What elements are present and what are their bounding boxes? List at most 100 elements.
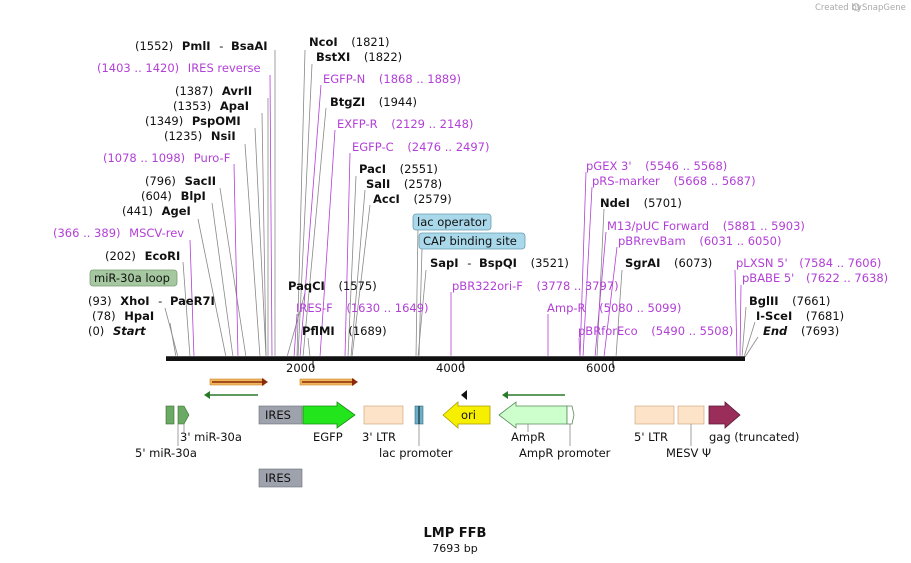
site-name: BlpI <box>181 189 206 203</box>
feature-5-ltr[interactable] <box>634 405 675 425</box>
primer-label-mscv-rev[interactable]: (366 .. 389) MSCV-rev <box>53 226 184 240</box>
site-label-i-scei[interactable]: I-SceI (7681) <box>756 309 844 323</box>
feature-3-ltr[interactable] <box>363 405 404 425</box>
site-pos: (1944) <box>379 95 417 109</box>
primer-label-prs-marker[interactable]: pRS-marker (5668 .. 5687) <box>592 174 756 188</box>
feature-name: miR-30a loop <box>94 271 170 285</box>
site-name: SalI <box>366 177 390 191</box>
site-label-sali[interactable]: SalI (2578) <box>366 177 442 191</box>
primer-range: (5881 .. 5903) <box>723 219 805 233</box>
map-title: LMP FFB <box>424 526 487 541</box>
site-label-acci[interactable]: AccI (2579) <box>373 192 452 206</box>
feature-gag-truncated[interactable] <box>708 401 741 429</box>
site-label-start[interactable]: (0) Start <box>88 324 146 338</box>
site-pos: (1821) <box>351 35 389 49</box>
site-label-xhoi[interactable]: (93) XhoI - PaeR7I <box>88 294 215 308</box>
site-label-ndei[interactable]: NdeI (5701) <box>600 196 682 210</box>
snapgene-logo-icon <box>852 3 860 11</box>
primer-label-plxsn-5[interactable]: pLXSN 5' (7584 .. 7606) <box>736 256 881 270</box>
site-pos: (1235) <box>164 129 202 143</box>
feature-ampr-promoter[interactable] <box>566 405 575 425</box>
primer-label-m13-puc-forward[interactable]: M13/pUC Forward (5881 .. 5903) <box>607 219 805 233</box>
primer-label-exfp-r[interactable]: EXFP-R (2129 .. 2148) <box>337 117 473 131</box>
feature-mir30a-5[interactable] <box>165 405 175 425</box>
site-pos: (1822) <box>364 50 402 64</box>
scale-ticks <box>312 361 614 368</box>
site-label-pspomi[interactable]: (1349) PspOMI <box>145 114 241 128</box>
primer-label-pbr322ori-f[interactable]: pBR322ori-F (3778 .. 3797) <box>452 279 619 293</box>
site-name: NdeI <box>600 196 630 210</box>
site-name: AvrII <box>222 84 252 98</box>
site-label-sgrai[interactable]: SgrAI (6073) <box>625 256 712 270</box>
site-pos: (1689) <box>348 324 386 338</box>
tick-label-2000: 2000 <box>286 361 315 375</box>
primer-label-egfp-c[interactable]: EGFP-C (2476 .. 2497) <box>352 140 489 154</box>
feature-label-mir30a-loop[interactable]: miR-30a loop <box>89 269 178 287</box>
site-label-blpi[interactable]: (604) BlpI <box>141 189 206 203</box>
site-label-end[interactable]: End (7693) <box>763 324 839 338</box>
site-label-sacii[interactable]: (796) SacII <box>145 174 216 188</box>
feature-label-lac-operator[interactable]: lac operator <box>412 213 492 231</box>
site-label-sapi[interactable]: SapI - BspQI (3521) <box>430 256 569 270</box>
site-name: EcoRI <box>145 249 181 263</box>
feature-ampr[interactable] <box>498 401 568 429</box>
feature-label-cap-binding-site[interactable]: CAP binding site <box>418 232 526 250</box>
site-name: SapI <box>430 256 459 270</box>
primer-label-ires-reverse[interactable]: (1403 .. 1420) IRES reverse <box>97 61 261 75</box>
site-label-btgzi[interactable]: BtgZI (1944) <box>330 95 417 109</box>
feature-label-3-ltr: 3' LTR <box>362 430 396 444</box>
feature-mesv-psi[interactable] <box>677 405 705 425</box>
primer-label-pbabe-5[interactable]: pBABE 5' (7622 .. 7638) <box>742 271 888 285</box>
site-pos: (1387) <box>175 84 213 98</box>
site-label-apai[interactable]: (1353) ApaI <box>173 99 249 113</box>
site-label-avrii[interactable]: (1387) AvrII <box>175 84 252 98</box>
site-pos: (1353) <box>173 99 211 113</box>
primer-name: EXFP-R <box>337 117 378 131</box>
site-name: SgrAI <box>625 256 660 270</box>
site-pos: (796) <box>145 174 176 188</box>
site-label-ecori[interactable]: (202) EcoRI <box>105 249 180 263</box>
orf-arrow-4-reverse[interactable] <box>502 391 565 399</box>
dna-backbone <box>166 356 745 361</box>
feature-egfp[interactable] <box>302 401 356 429</box>
primer-range: (5668 .. 5687) <box>673 174 755 188</box>
site-label-nsii[interactable]: (1235) NsiI <box>164 129 236 143</box>
feature-ires-second[interactable]: IRES <box>258 468 303 488</box>
site-label-paqci[interactable]: PaqCI (1575) <box>288 279 377 293</box>
primer-label-pbrrevbam[interactable]: pBRrevBam (6031 .. 6050) <box>618 234 781 248</box>
orf-arrow-3-reverse[interactable] <box>204 391 258 399</box>
primer-range: (366 .. 389) <box>53 226 121 240</box>
primer-range: (5546 .. 5568) <box>645 159 727 173</box>
site-label-pflmi[interactable]: PflMI (1689) <box>302 324 387 338</box>
feature-name: lac operator <box>417 215 487 229</box>
tick-label-4000: 4000 <box>436 361 465 375</box>
site-name: HpaI <box>124 309 154 323</box>
primer-label-amp-r[interactable]: Amp-R (5080 .. 5099) <box>547 301 681 315</box>
primer-label-pgex-3[interactable]: pGEX 3' (5546 .. 5568) <box>586 159 727 173</box>
tick-label-6000: 6000 <box>586 361 615 375</box>
primer-label-pbrforeco[interactable]: pBRforEco (5490 .. 5508) <box>578 324 733 338</box>
site-label-ncoi[interactable]: NcoI (1821) <box>309 35 390 49</box>
orf-arrow-1[interactable] <box>209 378 268 386</box>
site-label-bstxi[interactable]: BstXI (1822) <box>316 50 402 64</box>
site-label-hpai[interactable]: (78) HpaI <box>92 309 154 323</box>
site-name: PaqCI <box>288 279 325 293</box>
feature-ires[interactable]: IRES <box>258 405 303 425</box>
site-name-pmli: PmlI <box>182 39 211 53</box>
ires-label: IRES <box>265 471 291 485</box>
orf-arrow-2[interactable] <box>299 378 358 386</box>
site-label-paci[interactable]: PacI (2551) <box>359 162 438 176</box>
feature-ori[interactable]: ori <box>442 401 491 429</box>
primer-name: Amp-R <box>547 301 586 315</box>
primer-name: MSCV-rev <box>129 226 184 240</box>
site-label-agei[interactable]: (441) AgeI <box>122 204 191 218</box>
primer-label-puro-f[interactable]: (1078 .. 1098) Puro-F <box>103 151 230 165</box>
feature-mir30a-3[interactable] <box>177 405 190 425</box>
primer-name: EGFP-N <box>323 72 365 86</box>
site-label-pmli[interactable]: (1552) PmlI - BsaAI <box>135 39 268 53</box>
site-pos: (7693) <box>801 324 839 338</box>
site-label-bglii[interactable]: BglII (7661) <box>749 294 830 308</box>
feature-lac-promoter[interactable] <box>414 405 424 425</box>
primer-label-egfp-n[interactable]: EGFP-N (1868 .. 1889) <box>323 72 461 86</box>
primer-label-ires-f[interactable]: IRES-F (1630 .. 1649) <box>296 301 429 315</box>
